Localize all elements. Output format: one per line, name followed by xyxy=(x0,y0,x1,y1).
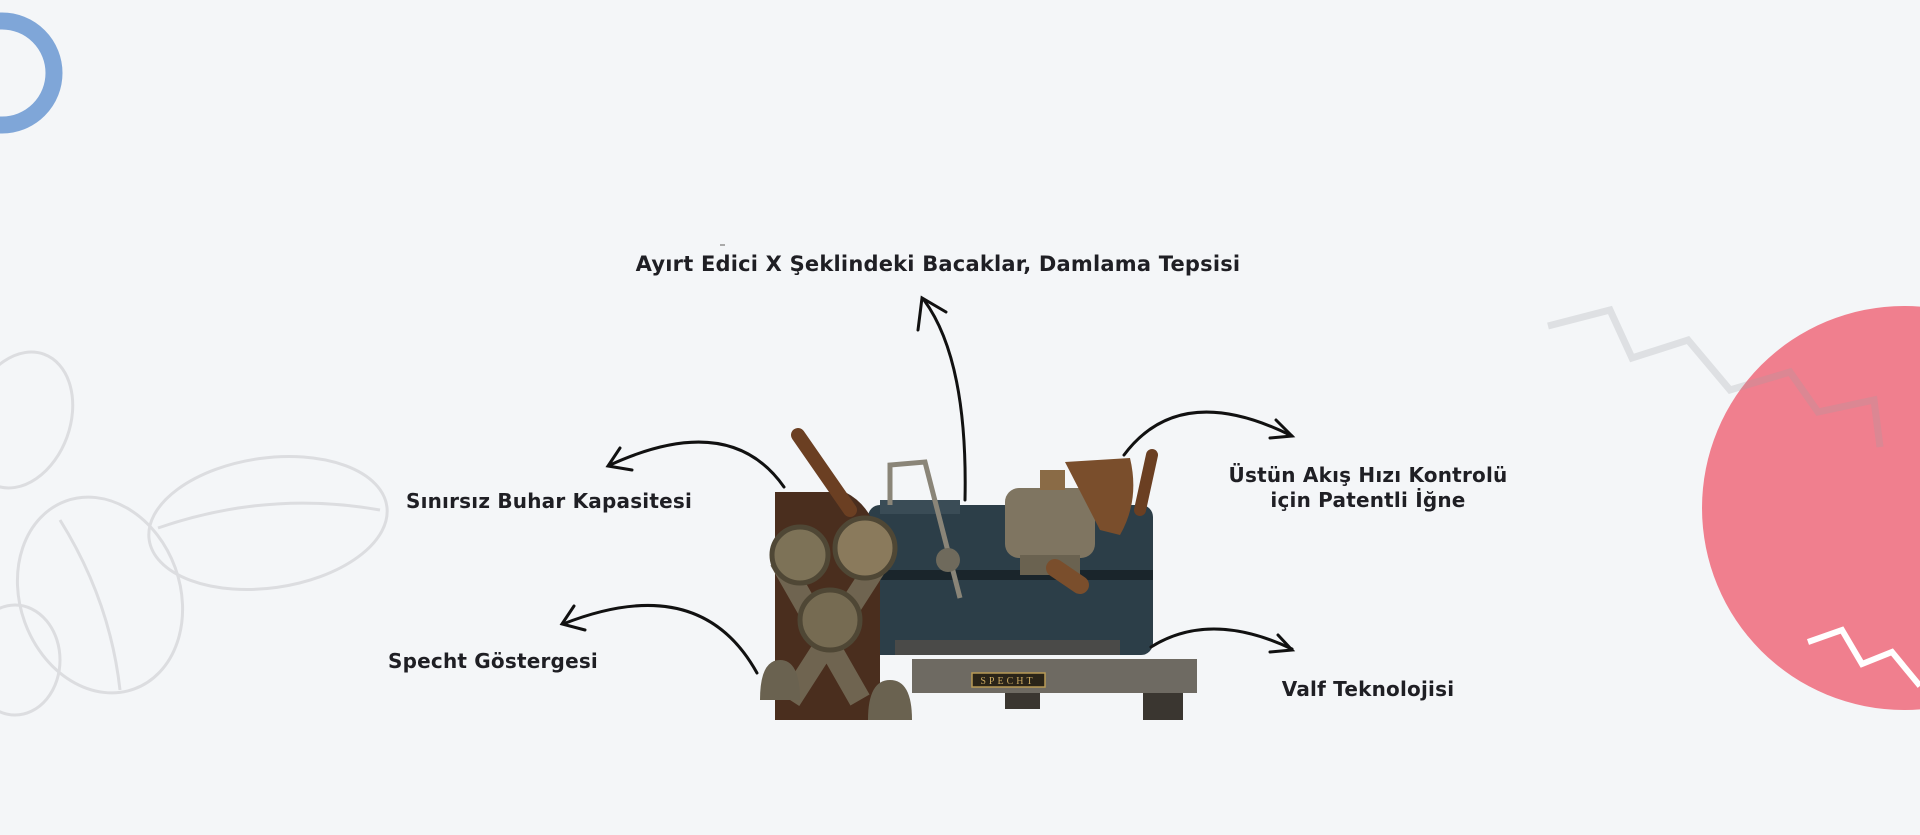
blue-ring-decor xyxy=(0,12,63,134)
feature-label-valve: Valf Teknolojisi xyxy=(1281,677,1455,701)
feature-label-gauge: Specht Göstergesi xyxy=(388,649,598,673)
feature-title-x-legs: Ayırt Edici X Şeklindeki Bacaklar, Damla… xyxy=(635,252,1241,276)
feature-label-steam: Sınırsız Buhar Kapasitesi xyxy=(405,489,693,513)
arrow-left-top-icon xyxy=(605,440,786,489)
arrow-up-icon xyxy=(916,295,967,502)
flow-line-1: Üstün Akış Hızı Kontrolü xyxy=(1228,463,1508,487)
arrow-right-bottom-icon xyxy=(1149,627,1296,654)
arrow-right-top-icon xyxy=(1122,410,1296,457)
flow-line-2: için Patentli İğne xyxy=(1270,488,1466,512)
coffee-beans-decor xyxy=(0,350,389,717)
zigzag-decor xyxy=(1547,305,1884,448)
small-dash-decor xyxy=(720,244,725,246)
feature-label-flow-control: Üstün Akış Hızı Kontrolü için Patentli İ… xyxy=(1229,463,1508,513)
pink-circle-decor xyxy=(1702,306,1920,710)
white-zigzag-decor xyxy=(1807,626,1920,688)
brand-plate: SPECHT xyxy=(980,676,1035,687)
arrow-left-bottom-icon xyxy=(559,604,759,675)
